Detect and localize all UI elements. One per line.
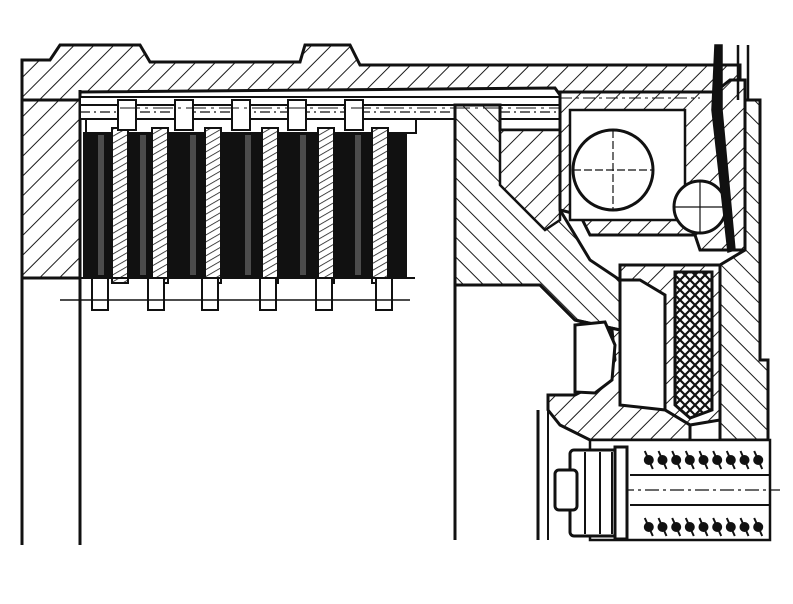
steel-plate <box>317 127 335 284</box>
seal-ring <box>618 263 722 427</box>
spring-coil-wire <box>698 517 709 537</box>
spring-coil-wire <box>712 517 723 537</box>
spring-coil-wire <box>684 517 695 537</box>
spring-coil-wire <box>698 450 709 470</box>
spring-coil-wire <box>725 450 736 470</box>
spring-coil-wire <box>657 450 668 470</box>
piston-lower <box>538 283 692 442</box>
diaphragm-spring <box>711 44 750 253</box>
spring-coil-wire <box>753 517 764 537</box>
bolt-head <box>553 445 629 541</box>
plate-tabs-bottom <box>91 277 393 311</box>
piston-body <box>453 103 622 332</box>
steel-plate <box>111 127 129 284</box>
spring-coil-wire <box>725 517 736 537</box>
steel-plate <box>371 127 389 284</box>
return-spring-coils <box>643 450 764 537</box>
spring-coil-wire <box>753 450 764 470</box>
steel-plate <box>151 127 169 284</box>
spring-coil-wire <box>671 450 682 470</box>
steel-plate <box>204 127 222 284</box>
plate-pack <box>83 127 407 284</box>
spring-coil-wire <box>643 517 654 537</box>
spring-coil-wire <box>643 450 654 470</box>
spring-coil-wire <box>671 517 682 537</box>
spring-coil-wire <box>684 450 695 470</box>
spring-coil-wire <box>712 450 723 470</box>
spring-coil-wire <box>739 450 750 470</box>
spring-coil-wire <box>739 517 750 537</box>
steel-plate <box>261 127 279 284</box>
spring-coil-wire <box>657 517 668 537</box>
left-hub-wall <box>20 98 82 280</box>
